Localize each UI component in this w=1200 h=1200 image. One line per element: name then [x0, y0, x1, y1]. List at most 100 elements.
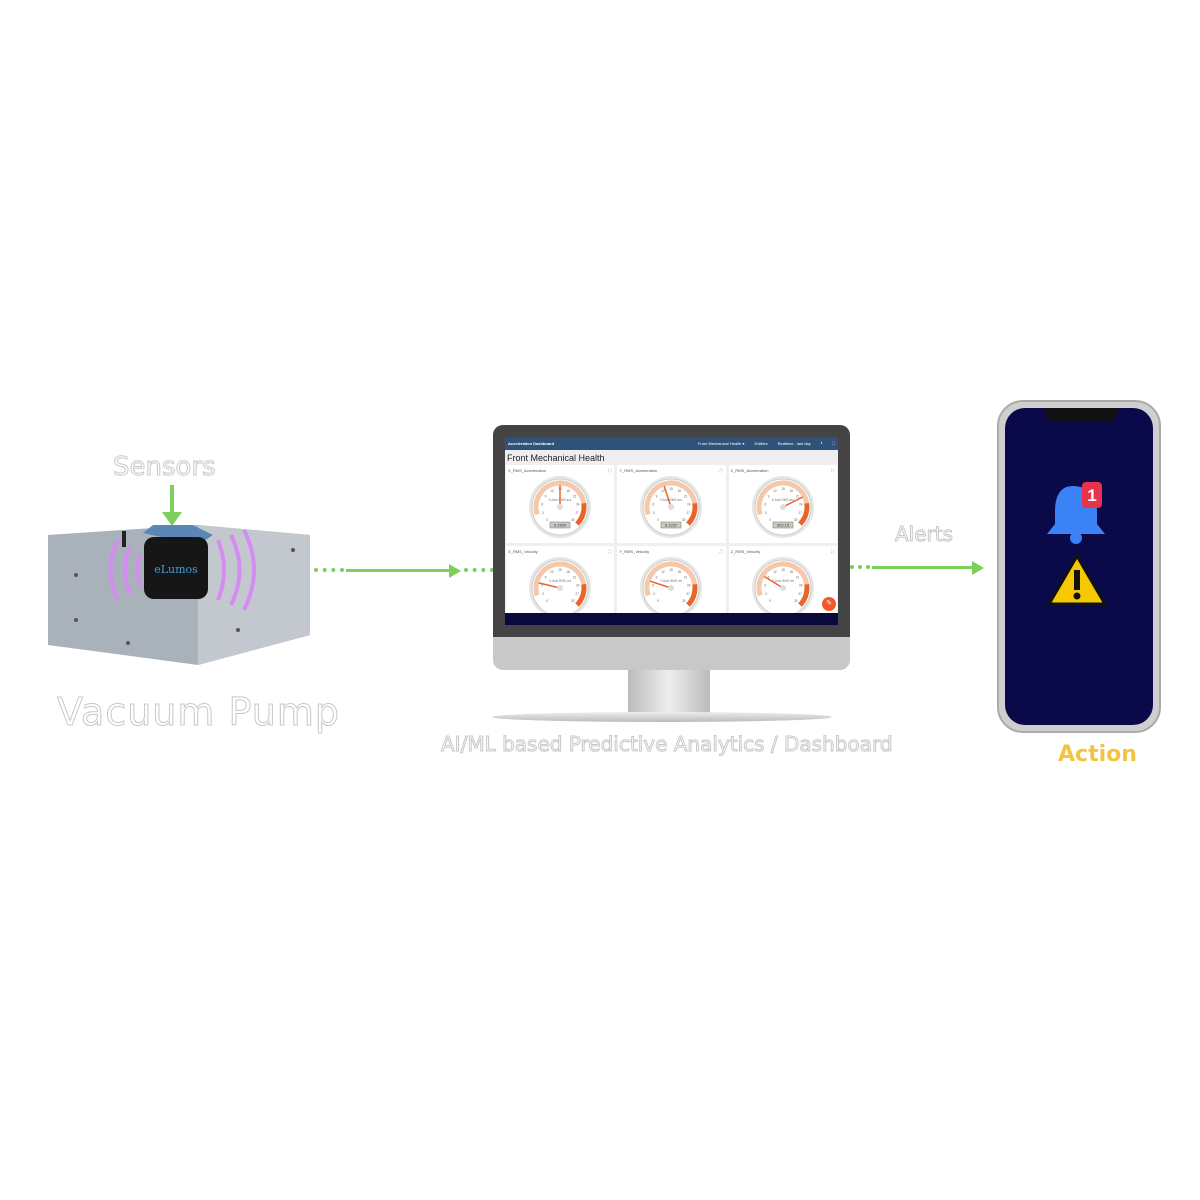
gauge-tick-label: 6	[653, 502, 655, 506]
download-icon[interactable]: ⭳	[820, 440, 823, 445]
expand-icon[interactable]: ⛶	[831, 468, 834, 473]
gauge-tick-label: 30	[571, 518, 575, 522]
gauge-tick-label: 0	[769, 599, 771, 603]
gauge-tick-label: 24	[687, 583, 691, 587]
fullscreen-icon[interactable]: ⛶	[832, 441, 835, 446]
gauge-unit: Y-Axis RMS acc	[660, 498, 683, 502]
gauge-tick-label: 30	[794, 599, 798, 603]
gauge-tick-label: 12	[550, 570, 554, 574]
arrow-pump-dashboard-dots-2	[464, 568, 494, 572]
gauge-tick-label: 18	[678, 570, 682, 574]
gauge-tick-label: 12	[773, 489, 777, 493]
entities-button[interactable]: Entities	[754, 441, 768, 446]
expand-icon[interactable]: ⛶	[719, 549, 723, 554]
expand-icon[interactable]: ⛶	[608, 468, 612, 473]
monitor: Acceleration Dashboard Front Mechanical …	[493, 425, 850, 670]
edit-button[interactable]: ✎	[822, 597, 836, 611]
gauge-tick-label: 21	[795, 495, 799, 499]
gauge-tick-label: 3	[765, 511, 767, 515]
gauge-tick-label: 9	[767, 495, 769, 499]
warning-icon	[1046, 553, 1108, 606]
arrow-dashboard-phone-head	[972, 561, 984, 575]
gauge-tick-label: 21	[573, 495, 577, 499]
gauge-tick-label: 6	[541, 502, 543, 506]
monitor-base	[492, 712, 832, 722]
gauge-tick-label: 18	[789, 489, 793, 493]
arrow-dashboard-phone-line	[872, 566, 972, 569]
expand-icon[interactable]: ⛶	[831, 549, 834, 554]
gauge-tick-label: 30	[682, 599, 686, 603]
gauge-needle	[650, 580, 672, 589]
gauge-unit: Y-Axis RMS vel	[660, 579, 682, 583]
gauge-tick-label: 3	[765, 592, 767, 596]
dashboard-topbar: Acceleration Dashboard Front Mechanical …	[505, 437, 838, 450]
gauge-tick-label: 21	[684, 576, 688, 580]
gauge-unit: Z-Axis RMS acc	[771, 498, 794, 502]
gauge-tick-label: 15	[781, 487, 785, 491]
gauge-title: X_RMS_Acceleration	[508, 468, 547, 473]
expand-icon[interactable]: ⛶	[719, 468, 723, 473]
sensor-brand: eLumos	[154, 563, 198, 576]
gauge-tick-label: 18	[789, 570, 793, 574]
svg-text:1: 1	[1087, 486, 1096, 505]
gauge-tick-label: 24	[799, 583, 803, 587]
arrow-pump-dashboard-line	[346, 569, 451, 572]
gauge-tick-label: 9	[656, 576, 658, 580]
gauge-tick-label: 24	[576, 583, 580, 587]
gauge-card: X_RMS_Acceleration⛶036912151821242730X-A…	[506, 465, 615, 543]
gauge-tick-label: 0	[546, 599, 548, 603]
gauge-tick-label: 3	[653, 592, 655, 596]
gauge-needle	[782, 496, 803, 508]
state-selector[interactable]: Front Mechanical Health ▾	[698, 441, 745, 446]
gauge-tick-label: 21	[684, 495, 688, 499]
arrow-pump-dashboard-dots	[314, 568, 344, 572]
gauge-tick-label: 27	[798, 592, 802, 596]
gauge-tick-label: 27	[575, 592, 579, 596]
sensor-arrow	[170, 485, 174, 515]
dashboard-footer	[505, 613, 838, 625]
gauge-tick-label: 12	[773, 570, 777, 574]
arrow-dashboard-phone-dots	[850, 565, 870, 569]
dashboard-screen: Acceleration Dashboard Front Mechanical …	[505, 437, 838, 625]
arrow-pump-dashboard-head	[449, 564, 461, 578]
alerts-label: Alerts	[894, 522, 954, 547]
time-window-button[interactable]: Realtime - last day	[777, 441, 811, 446]
gauge-tick-label: 6	[764, 583, 766, 587]
gauge-title: Y_RMS_Velocity	[619, 549, 650, 554]
gauge-tick-label: 18	[566, 489, 570, 493]
gauge-tick-label: 21	[795, 576, 799, 580]
gauge-tick-label: 3	[542, 511, 544, 515]
gauge-tick-label: 27	[687, 511, 691, 515]
gauge-tick-label: 27	[687, 592, 691, 596]
gauge-readout: 0.1500	[554, 523, 567, 528]
gauge-title: Z_RMS_Acceleration	[730, 468, 769, 473]
gauge-tick-label: 24	[576, 502, 580, 506]
sensors-label: Sensors	[113, 452, 217, 483]
gauge-tick-label: 9	[767, 576, 769, 580]
dashboard-heading: Front Mechanical Health	[507, 453, 605, 463]
dashboard-label: AI/ML based Predictive Analytics / Dashb…	[441, 732, 894, 757]
gauge-tick-label: 6	[541, 583, 543, 587]
gauge-tick-label: 12	[661, 570, 665, 574]
gauge-needle	[663, 485, 673, 508]
gauge-tick-label: 18	[678, 489, 682, 493]
gauge-tick-label: 12	[661, 489, 665, 493]
gauge-title: X_RMS_Velocity	[508, 549, 538, 554]
gauge-unit: X-Axis RMS vel	[549, 579, 571, 583]
gauge-tick-label: 12	[550, 489, 554, 493]
gauge-tick-label: 21	[573, 576, 577, 580]
expand-icon[interactable]: ⛶	[608, 549, 612, 554]
gauge-needle	[538, 582, 561, 589]
gauge-title: Y_RMS_Acceleration	[619, 468, 658, 473]
sensor-arrow-head	[162, 512, 182, 526]
gauge-tick-label: 0	[658, 518, 660, 522]
